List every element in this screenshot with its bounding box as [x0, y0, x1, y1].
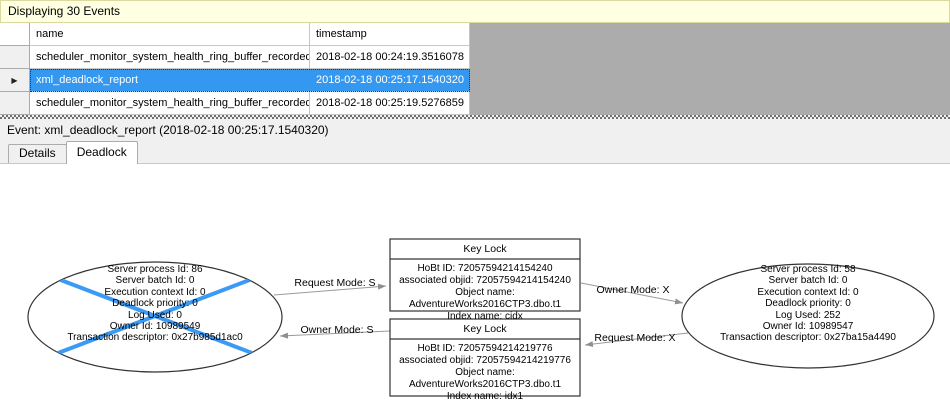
lock-line: Index name: cidx [447, 311, 523, 322]
edge-label-request-s: Request Mode: S [294, 277, 376, 289]
edge-label-request-x: Request Mode: X [594, 332, 676, 344]
grid-details-splitter[interactable] [0, 115, 950, 119]
row-header-corner [0, 23, 30, 46]
row-selector-cell[interactable] [0, 46, 30, 69]
tab-deadlock[interactable]: Deadlock [65, 141, 138, 164]
details-tabstrip: Details Deadlock [0, 140, 950, 164]
process-line: Server process Id: 86 [107, 264, 203, 275]
event-name-cell[interactable]: scheduler_monitor_system_health_ring_buf… [30, 46, 310, 69]
event-timestamp-cell[interactable]: 2018-02-18 00:25:19.5276859 [310, 92, 470, 115]
process-line: Server batch Id: 0 [768, 275, 848, 287]
row-selector-cell[interactable]: ▶ [0, 69, 30, 92]
process-node-victim[interactable]: Server process Id: 86 Server batch Id: 0… [30, 264, 280, 344]
event-header-label: Event: xml_deadlock_report (2018-02-18 0… [7, 123, 329, 137]
process-line: Transaction descriptor: 0x27ba15a4490 [720, 332, 896, 344]
process-line: Log Used: 0 [128, 309, 182, 321]
lock-line: HoBt ID: 72057594214154240 [417, 263, 553, 274]
process-line: Log Used: 252 [775, 309, 841, 321]
process-line: Execution context Id: 0 [757, 286, 859, 298]
current-row-arrow-icon: ▶ [11, 76, 18, 85]
events-grid: name timestamp scheduler_monitor_system_… [0, 23, 950, 115]
lock-line: associated objid: 72057594214154240 [399, 275, 571, 286]
process-line: Server process Id: 58 [760, 264, 856, 275]
lock-line: HoBt ID: 72057594214219776 [417, 343, 553, 354]
lock-node-title[interactable]: Key Lock [463, 243, 507, 255]
event-timestamp-cell[interactable]: 2018-02-18 00:25:17.1540320 [310, 69, 470, 92]
event-name-cell[interactable]: xml_deadlock_report [30, 69, 310, 92]
edge-label-owner-s: Owner Mode: S [300, 324, 374, 336]
table-row[interactable]: scheduler_monitor_system_health_ring_buf… [0, 46, 950, 69]
process-node[interactable]: Server process Id: 58 Server batch Id: 0… [683, 264, 933, 344]
edge-label-owner-x: Owner Mode: X [596, 284, 670, 296]
process-line: Deadlock priority: 0 [765, 298, 851, 310]
column-header-timestamp[interactable]: timestamp [310, 23, 470, 46]
process-line: Owner Id: 10989549 [109, 321, 201, 333]
event-name-cell[interactable]: scheduler_monitor_system_health_ring_buf… [30, 92, 310, 115]
table-row-selected[interactable]: ▶ xml_deadlock_report 2018-02-18 00:25:1… [0, 69, 950, 92]
table-row[interactable]: scheduler_monitor_system_health_ring_buf… [0, 92, 950, 115]
event-details-pane: Event: xml_deadlock_report (2018-02-18 0… [0, 119, 950, 400]
lock-line: Index name: idx1 [446, 391, 524, 400]
deadlock-graph-shapes [27, 238, 935, 397]
process-line: Owner Id: 10989547 [762, 321, 854, 333]
deadlock-graph-canvas[interactable]: Server process Id: 86 Server batch Id: 0… [0, 163, 950, 400]
events-count-bar: Displaying 30 Events [0, 0, 950, 23]
process-line: Transaction descriptor: 0x27b985d1ac0 [67, 332, 243, 344]
lock-node-title[interactable]: Key Lock [463, 323, 507, 335]
lock-node-details: HoBt ID: 72057594214219776 associated ob… [390, 343, 580, 400]
events-count-text: Displaying 30 Events [8, 4, 121, 18]
process-line: Server batch Id: 0 [115, 275, 195, 287]
grid-header-row: name timestamp [0, 23, 950, 46]
lock-line: Object name: AdventureWorks2016CTP3.dbo.… [408, 367, 562, 390]
lock-line: associated objid: 72057594214219776 [399, 355, 571, 366]
process-line: Deadlock priority: 0 [112, 298, 198, 310]
event-timestamp-cell[interactable]: 2018-02-18 00:24:19.3516078 [310, 46, 470, 69]
lock-node-details: HoBt ID: 72057594214154240 associated ob… [390, 263, 580, 323]
process-line: Execution context Id: 0 [104, 286, 206, 298]
column-header-name[interactable]: name [30, 23, 310, 46]
row-selector-cell[interactable] [0, 92, 30, 115]
lock-line: Object name: AdventureWorks2016CTP3.dbo.… [408, 287, 562, 310]
tab-details[interactable]: Details [8, 144, 67, 163]
